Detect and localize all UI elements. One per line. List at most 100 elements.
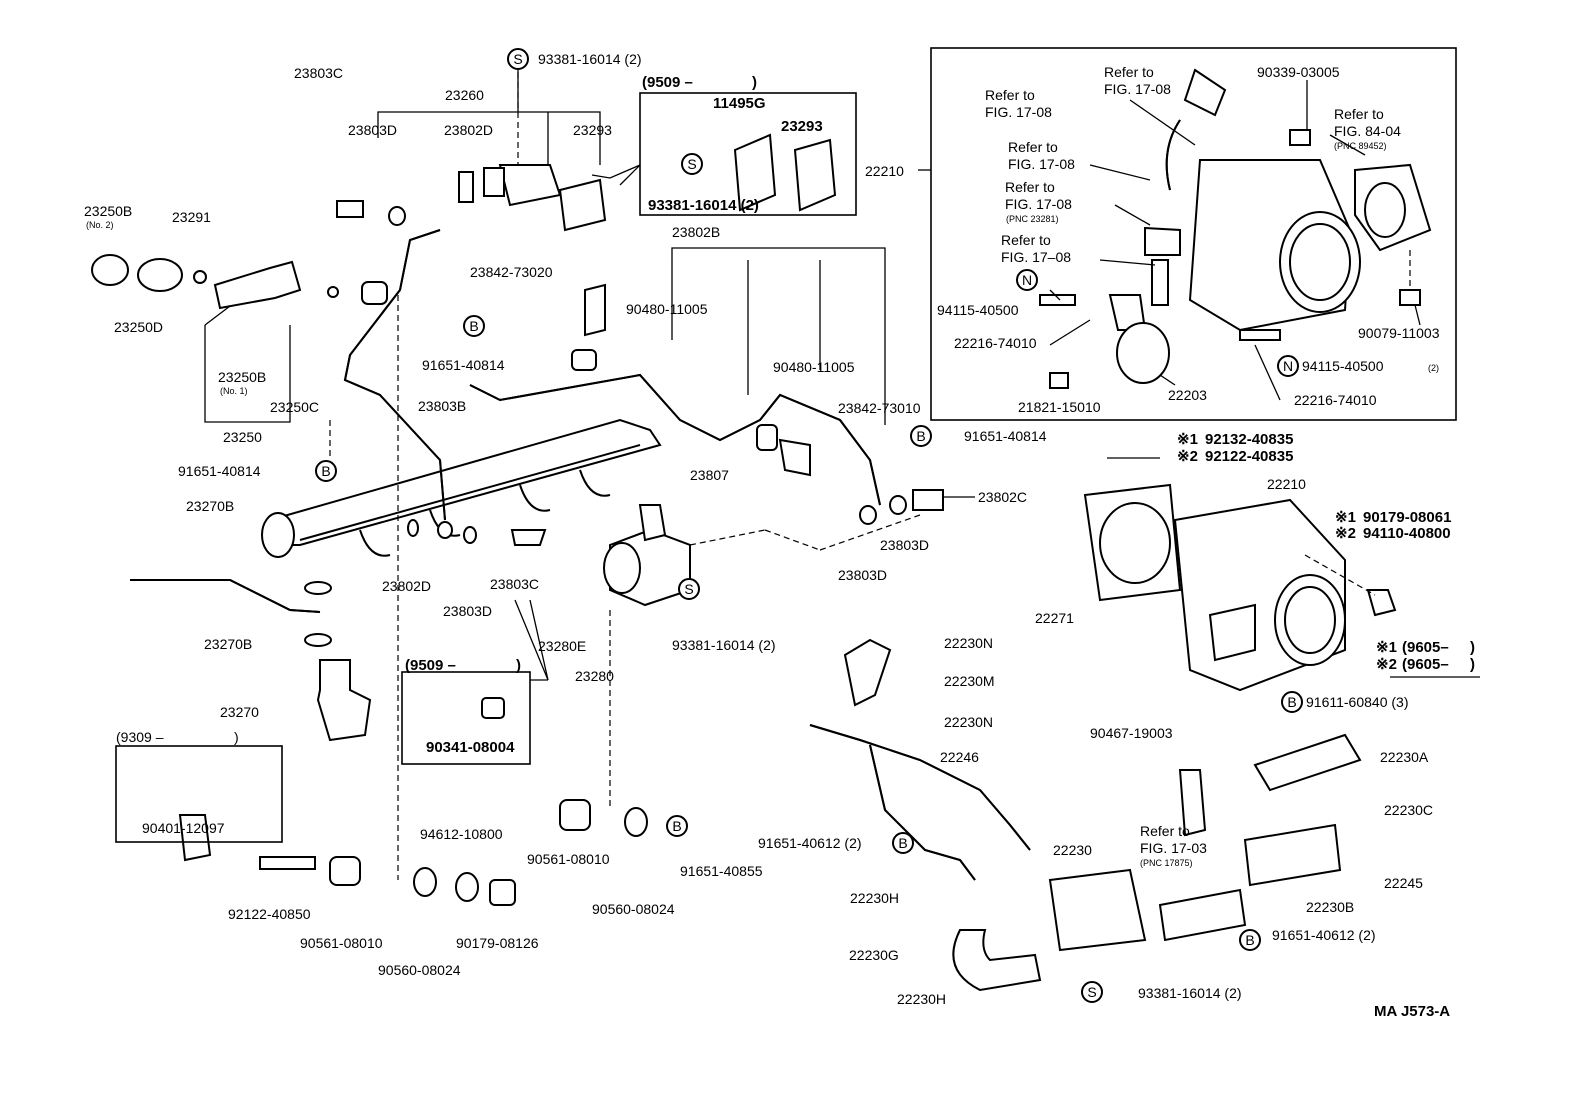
reference-note: FIG. 17–08	[1001, 249, 1071, 265]
part-label: (2)	[1428, 363, 1439, 373]
part-label-bold: 93381-16014 (2)	[648, 197, 759, 214]
part-label: 22230G	[849, 947, 899, 963]
date-code: (9605–	[1402, 656, 1449, 673]
reference-note: FIG. 17-08	[985, 104, 1052, 120]
part-label: 90179-08126	[456, 935, 539, 951]
part-label: 23803D	[838, 567, 887, 583]
reference-note: Refer to	[1140, 823, 1190, 839]
part-label: 94115-40500	[937, 302, 1019, 318]
reference-note: FIG. 17-08	[1005, 196, 1072, 212]
reference-note: FIG. 84-04	[1334, 123, 1401, 139]
n-marker: N	[1016, 269, 1038, 291]
variant-box-9309	[115, 745, 283, 843]
part-label: 22230M	[944, 673, 995, 689]
part-label: 22216-74010	[954, 335, 1037, 351]
reference-note: FIG. 17-08	[1104, 81, 1171, 97]
reference-note: Refer to	[985, 87, 1035, 103]
part-label: 23802D	[382, 578, 431, 594]
date-code: (9509 –	[405, 657, 456, 674]
part-label-bold: 92122-40835	[1205, 448, 1293, 465]
reference-note: Refer to	[1001, 232, 1051, 248]
svg-text:B: B	[672, 818, 681, 834]
b-marker: B	[666, 815, 688, 837]
part-label: 23280E	[538, 638, 586, 654]
part-label: 23802D	[444, 122, 493, 138]
part-label: 90561-08010	[527, 851, 610, 867]
part-label: 23803D	[443, 603, 492, 619]
variant-box-9509-mid	[401, 671, 531, 765]
part-label: 90401-12097	[142, 820, 225, 836]
date-code: )	[1470, 639, 1475, 656]
date-code: )	[516, 657, 521, 674]
part-label: 22230A	[1380, 749, 1429, 765]
date-code: )	[234, 729, 239, 745]
variant-mark: ※2	[1376, 656, 1397, 673]
variant-marks: ※1 ※2 ※1 ※2 ※1 ※2	[1177, 431, 1397, 673]
part-label: 23291	[172, 209, 211, 225]
part-label: 93381-16014 (2)	[672, 637, 776, 653]
catalog-code: MA J573-A	[1374, 1003, 1450, 1020]
part-label: 22216-74010	[1294, 392, 1377, 408]
part-label-bold: 90179-08061	[1363, 509, 1451, 526]
reference-note: Refer to	[1005, 179, 1055, 195]
part-label: 23280	[575, 668, 614, 684]
part-label-bold: 94110-40800	[1363, 525, 1451, 542]
part-label-bold: 23293	[781, 118, 823, 135]
variant-mark: ※1	[1177, 431, 1198, 448]
part-label: 23803D	[348, 122, 397, 138]
part-label: 23250	[223, 429, 262, 445]
n-marker: N	[1277, 355, 1299, 377]
part-label: 22271	[1035, 610, 1074, 626]
part-label: 23250C	[270, 399, 319, 415]
reference-note: Refer to	[1008, 139, 1058, 155]
reference-note: (PNC 23281)	[1006, 214, 1059, 224]
part-label: 22245	[1384, 875, 1423, 891]
part-label: 23803B	[418, 398, 466, 414]
date-code: (9605–	[1402, 639, 1449, 656]
svg-text:B: B	[469, 318, 478, 334]
part-label: 91651-40814	[178, 463, 261, 479]
date-codes: (9509 – ) (9509 – ) (9309 – ) (9605– ) (…	[116, 74, 1475, 745]
part-label: 23293	[573, 122, 612, 138]
part-label: 22230B	[1306, 899, 1354, 915]
s-marker: S	[678, 578, 700, 600]
svg-text:B: B	[1245, 932, 1254, 948]
part-label: 93381-16014 (2)	[538, 51, 642, 67]
part-label: 91651-40612 (2)	[758, 835, 862, 851]
b-marker: B	[1281, 691, 1303, 713]
part-label: 22203	[1168, 387, 1207, 403]
svg-text:N: N	[1283, 358, 1293, 374]
part-label: 23250B	[84, 203, 132, 219]
svg-text:B: B	[321, 463, 330, 479]
part-label: 22230N	[944, 714, 993, 730]
part-label: 23803C	[294, 65, 343, 81]
part-label: 22246	[940, 749, 979, 765]
gasket-22271	[1083, 483, 1182, 602]
part-label: 22210	[865, 163, 904, 179]
part-label: 92122-40850	[228, 906, 311, 922]
part-label: 23250D	[114, 319, 163, 335]
variant-mark: ※1	[1376, 639, 1397, 656]
part-label: 23807	[690, 467, 729, 483]
part-label: 90480-11005	[626, 301, 708, 317]
svg-text:N: N	[1022, 272, 1032, 288]
b-marker: B	[463, 315, 485, 337]
part-label: 93381-16014 (2)	[1138, 985, 1242, 1001]
s-marker: S	[681, 153, 703, 175]
part-label: 23270	[220, 704, 259, 720]
part-label: (No. 1)	[220, 386, 248, 396]
part-label-bold: 90341-08004	[426, 739, 515, 756]
part-label: 23270B	[186, 498, 234, 514]
part-label: 90079-11003	[1358, 325, 1440, 341]
svg-text:S: S	[684, 581, 693, 597]
part-label: 23250B	[218, 369, 266, 385]
b-marker: B	[892, 832, 914, 854]
part-label: 23842-73010	[838, 400, 921, 416]
b-marker: B	[910, 425, 932, 447]
svg-text:B: B	[1287, 694, 1296, 710]
date-code: (9309 –	[116, 729, 164, 745]
part-label: 21821-15010	[1018, 399, 1101, 415]
part-labels: 23803C 23803D 23260 23802D 23293 93381-1…	[84, 51, 1440, 1007]
bold-labels: 11495G 23293 93381-16014 (2) 90341-08004…	[426, 95, 1451, 1020]
